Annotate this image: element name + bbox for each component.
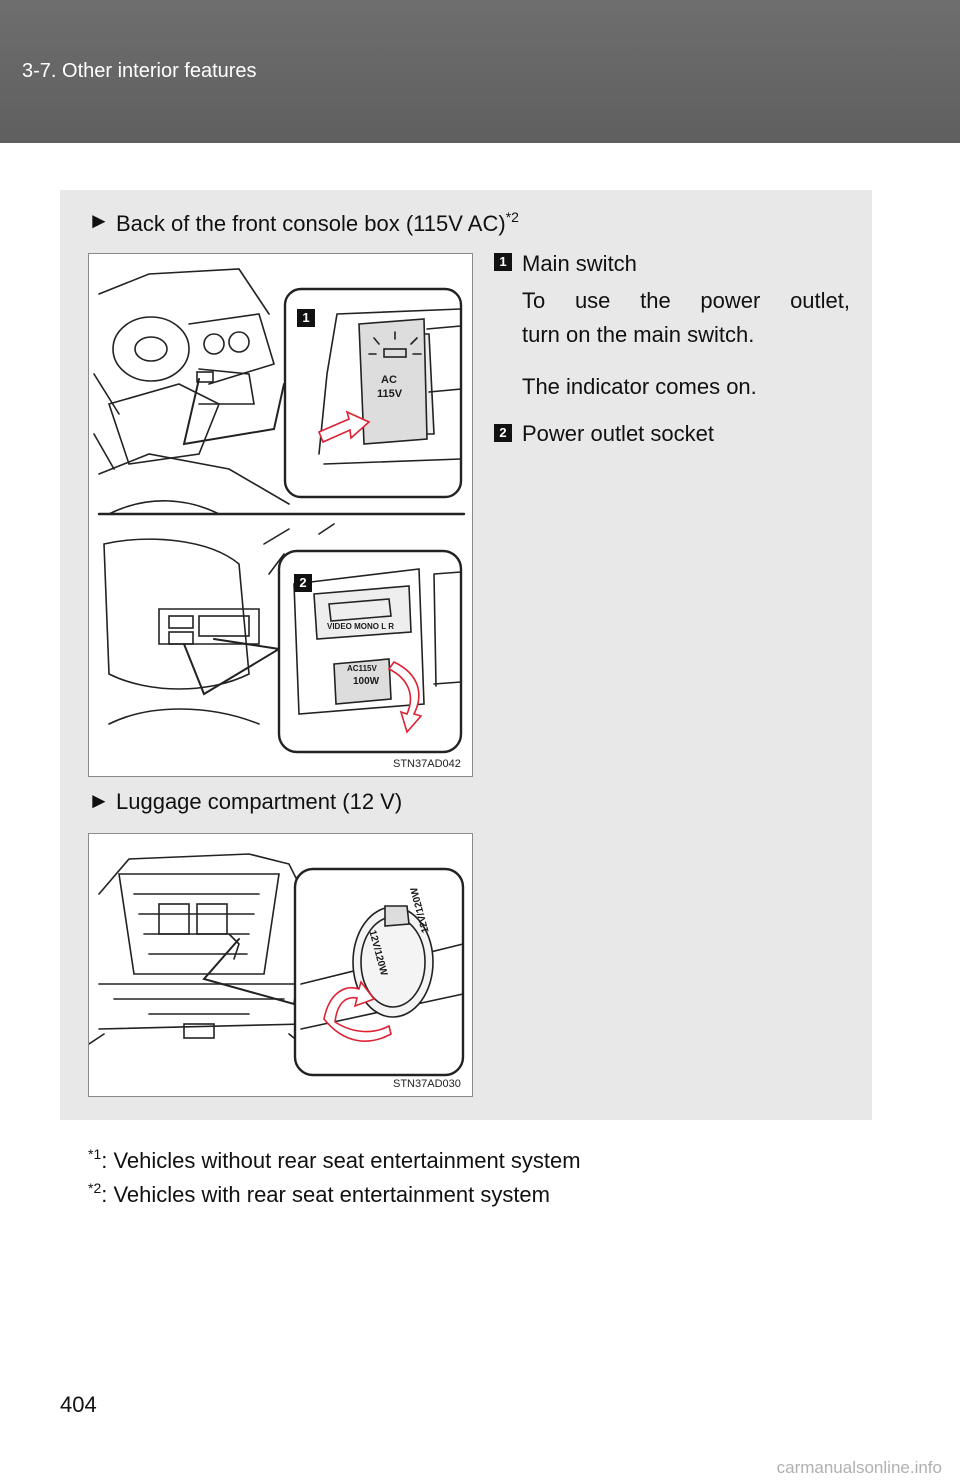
outlet-label-voltage: AC115V [347,664,377,673]
figure-luggage-outlet: 12V/120W 12V/120W STN37AD030 [88,833,473,1097]
figure-front-console-outlet: 1 2 AC 115V VIDEO MONO L R AC115V 100W S… [88,253,473,777]
figure-code-1: STN37AD042 [393,758,461,770]
jack-labels: VIDEO MONO L R [327,622,394,631]
heading-luggage: Luggage compartment (12 V) [116,789,403,814]
outlet-label-wattage: 100W [353,676,380,687]
figure-code-2: STN37AD030 [393,1078,461,1090]
item-2-label: Power outlet socket [522,421,714,446]
heading-front-console-footnote-mark: *2 [505,209,519,225]
footnote-1-text: : Vehicles without rear seat entertainme… [101,1148,581,1173]
item-1-desc-line3: The indicator comes on. [522,374,757,399]
watermark: carmanualsonline.info [776,1458,942,1477]
section-header: 3-7. Other interior features [0,0,960,143]
switch-label-voltage: 115V [377,388,403,400]
item-1-number: 1 [494,253,512,271]
bullet-arrow-icon-2: ► [88,788,110,813]
front-console-illustration [93,268,466,754]
item-1-desc-line2: turn on the main switch. [522,322,755,347]
switch-label-ac: AC [381,374,397,386]
item-2-number: 2 [494,424,512,442]
footnote-1: *1: Vehicles without rear seat entertain… [88,1146,581,1174]
page-number: 404 [60,1392,97,1417]
heading-front-console: Back of the front console box (115V AC)*… [116,209,519,237]
bullet-arrow-icon: ► [88,208,110,233]
footnote-1-mark: *1 [88,1146,102,1162]
footnote-2-text: : Vehicles with rear seat entertainment … [101,1182,550,1207]
callout-2: 2 [294,574,312,592]
luggage-illustration [89,853,465,1077]
item-1-desc-line1: To use the power outlet, [522,288,850,313]
footnote-2: *2: Vehicles with rear seat entertainmen… [88,1180,550,1208]
item-1-label: Main switch [522,251,637,276]
heading-front-console-text: Back of the front console box (115V AC) [116,211,506,236]
footnote-2-mark: *2 [88,1180,102,1196]
section-title: 3-7. Other interior features [22,60,257,82]
callout-1: 1 [297,309,315,327]
content-panel: ► Back of the front console box (115V AC… [60,190,872,1120]
